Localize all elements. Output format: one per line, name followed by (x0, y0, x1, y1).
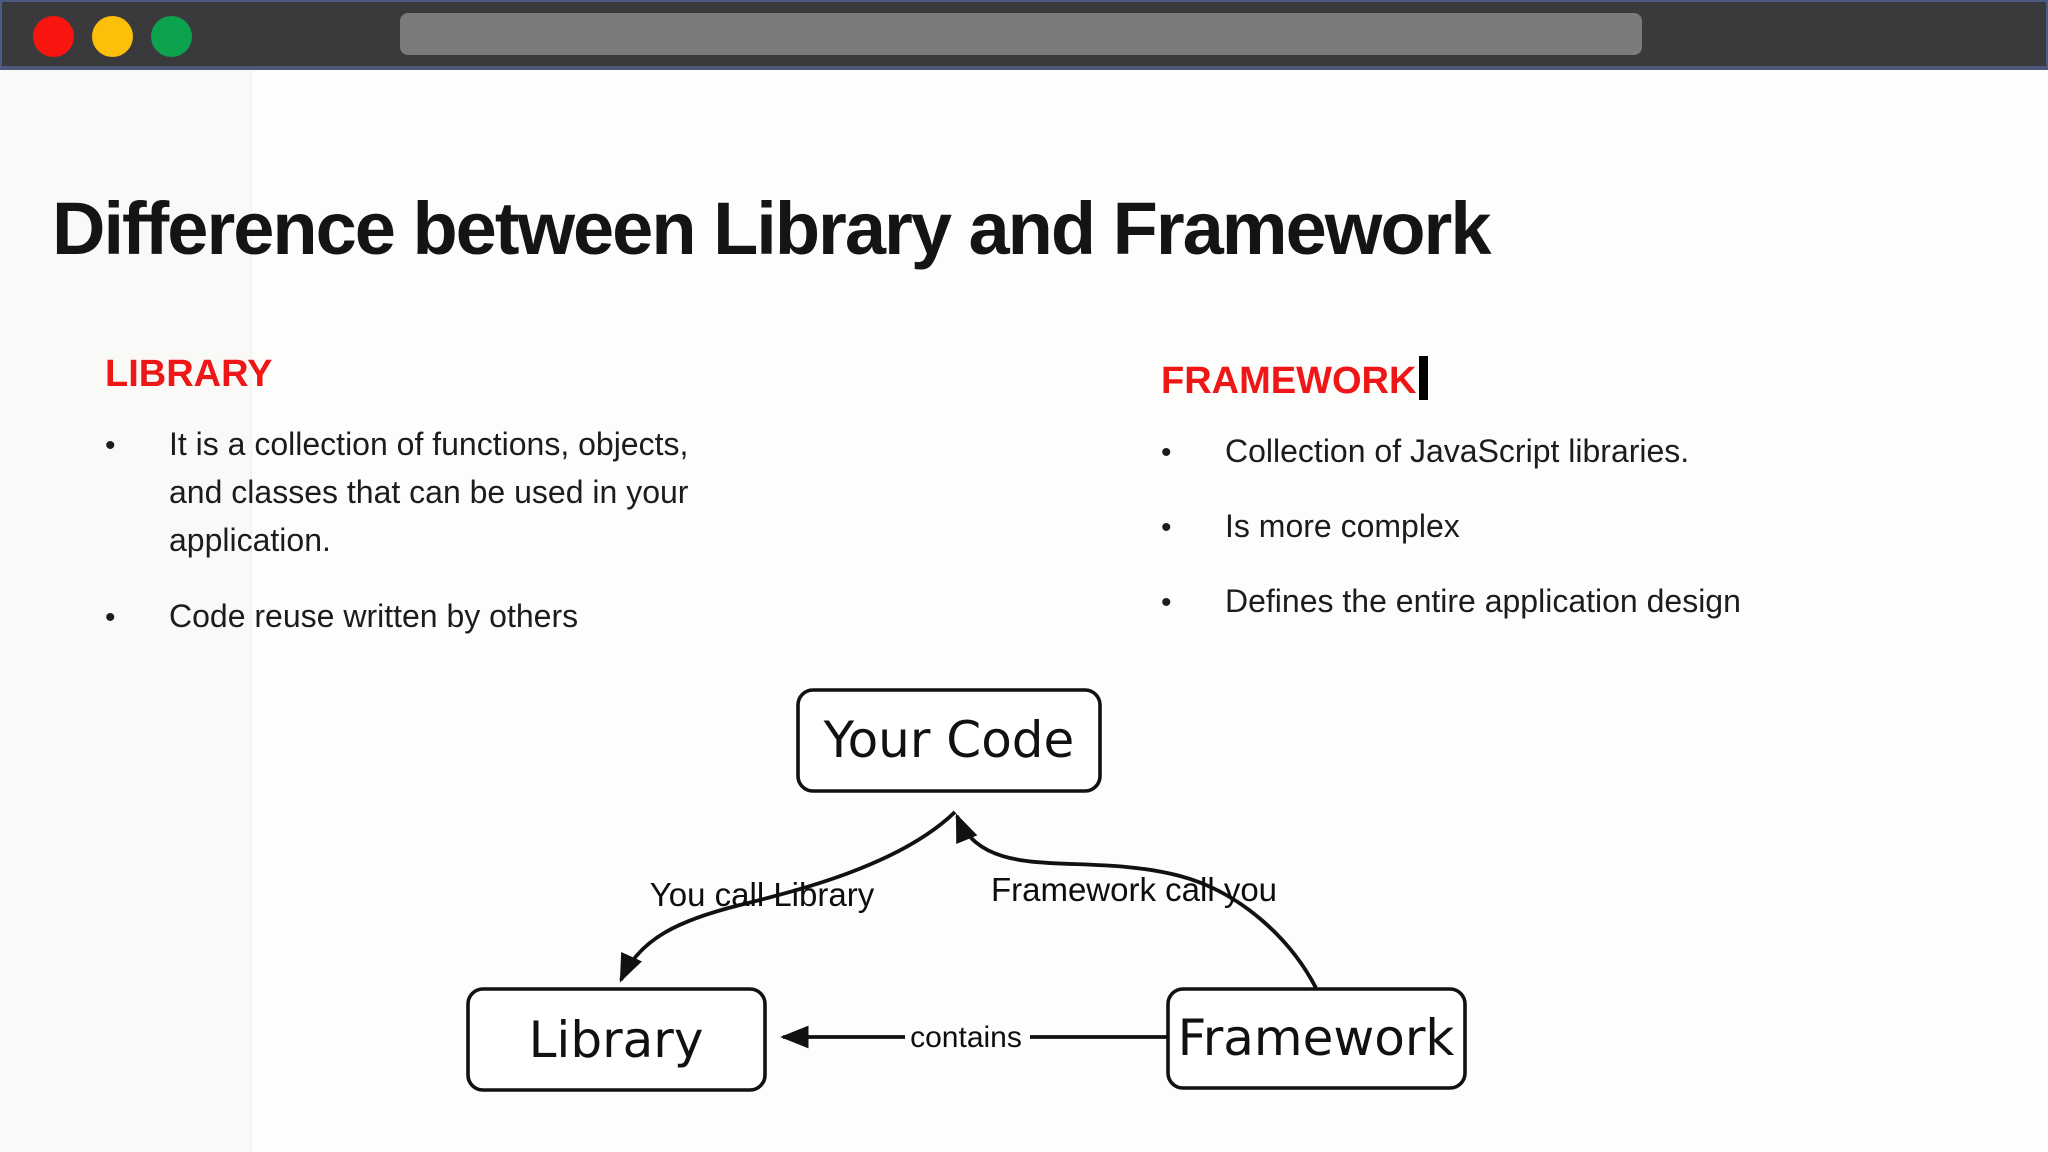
close-button[interactable] (33, 16, 74, 57)
node-framework-box (1166, 987, 1467, 1090)
framework-heading-text: FRAMEWORK (1161, 360, 1417, 402)
bullet-text: Code reuse written by others (169, 598, 579, 634)
framework-heading[interactable]: FRAMEWORK (1161, 356, 1991, 403)
list-item: Code reuse written by others (105, 592, 875, 642)
list-item: Collection of JavaScript libraries. (1161, 427, 1991, 477)
node-library-box (466, 987, 767, 1092)
fullscreen-button[interactable] (151, 16, 192, 57)
node-your-code-box (796, 688, 1102, 793)
slide-canvas: Difference between Library and Framework… (0, 70, 2048, 1152)
library-heading: LIBRARY (105, 353, 273, 395)
text-cursor (1419, 356, 1429, 400)
minimize-button[interactable] (92, 16, 133, 57)
edge-label-contains: contains (910, 1021, 1022, 1054)
framework-section: FRAMEWORK Collection of JavaScript libra… (1161, 356, 1991, 627)
slide-title: Difference between Library and Framework (52, 187, 1491, 270)
library-bullet-list: It is a collection of functions, objects… (105, 420, 875, 642)
list-item: Defines the entire application design (1161, 577, 1991, 627)
bullet-text: Defines the entire application design (1225, 583, 1741, 619)
edge-label-you-call-library: You call Library (650, 876, 875, 913)
framework-bullet-list: Collection of JavaScript libraries. Is m… (1161, 427, 1991, 627)
edge-label-framework-call-you: Framework call you (991, 871, 1277, 908)
node-library-label: Library (529, 1011, 704, 1069)
bullet-text: Collection of JavaScript libraries. (1225, 433, 1690, 469)
address-bar[interactable] (400, 13, 1642, 55)
list-item: Is more complex (1161, 502, 1991, 552)
node-framework-label: Framework (1178, 1009, 1455, 1067)
edge-you-call-library (619, 810, 957, 983)
list-item: It is a collection of functions, objects… (105, 420, 875, 564)
node-your-code-label: Your Code (823, 711, 1075, 769)
edge-framework-call-you (955, 813, 1318, 989)
window-titlebar (0, 0, 2048, 70)
bullet-text: Is more complex (1225, 508, 1460, 544)
library-framework-diagram: You call Library Framework call you cont… (466, 688, 1467, 1092)
window-controls (33, 16, 192, 57)
library-section: LIBRARY It is a collection of functions,… (105, 353, 875, 642)
bullet-text: It is a collection of functions, objects… (169, 426, 689, 558)
